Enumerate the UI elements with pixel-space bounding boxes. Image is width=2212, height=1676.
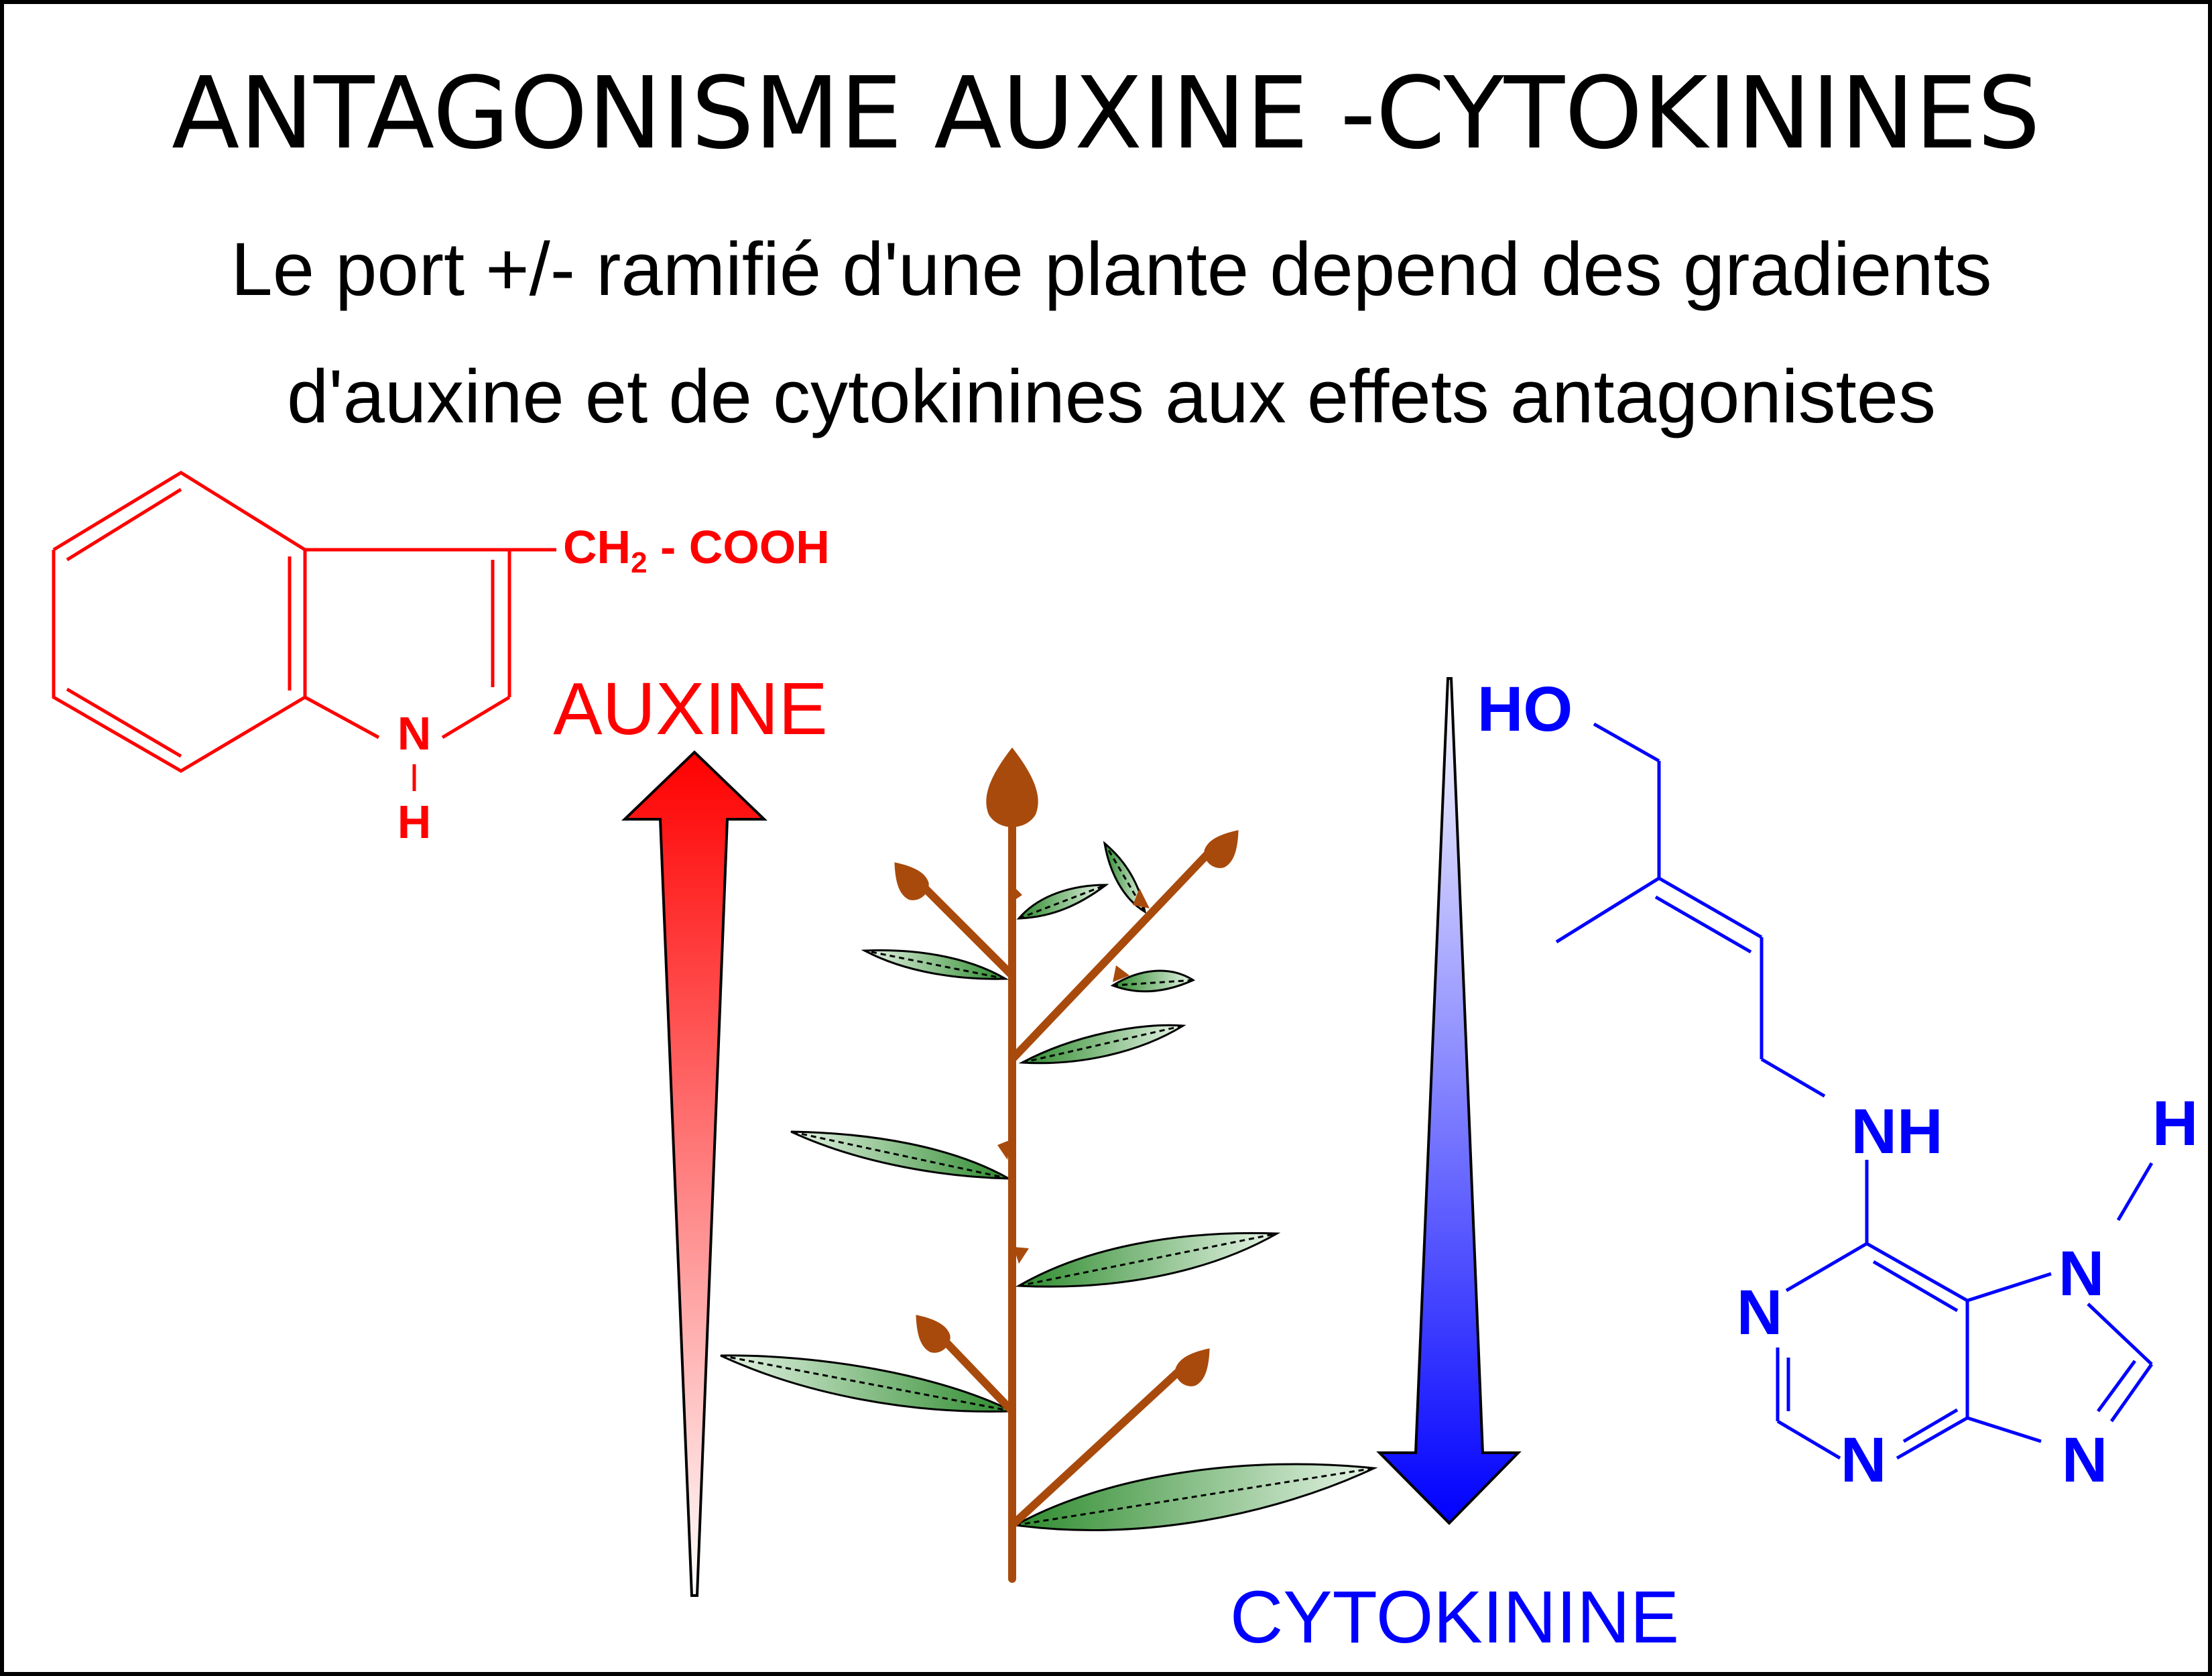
- branch: [1008, 844, 1217, 1063]
- leaf: [720, 1354, 1013, 1413]
- axillary-bud: [1012, 886, 1022, 902]
- subtitle-line-2: d'auxine et de cytokinines aux effets an…: [287, 355, 1936, 438]
- leaf: [790, 1130, 1009, 1180]
- cytokinin-atom-h: H: [2152, 1088, 2199, 1159]
- plant: [720, 747, 1378, 1583]
- cytokinin-label: CYTOKININE: [1230, 1576, 1679, 1659]
- stems: [911, 800, 1217, 1583]
- cytokinin-gradient-arrow: [1376, 677, 1522, 1525]
- cytokinin-atom-nh: NH: [1851, 1096, 1943, 1167]
- leaf: [1110, 969, 1196, 993]
- axillary-bud: [1113, 965, 1129, 982]
- auxin-molecule: [52, 471, 556, 791]
- cytokinin-atom-n1: N: [1737, 1277, 1783, 1348]
- branch: [911, 874, 1016, 979]
- axillary-bud: [904, 1305, 956, 1359]
- cytokinin-atom-ho: HO: [1477, 674, 1573, 745]
- axillary-bud: [1199, 821, 1250, 874]
- branch: [1008, 1360, 1190, 1529]
- auxin-atom-h: H: [397, 796, 432, 848]
- cytokinin-atom-n3: N: [1841, 1425, 1887, 1496]
- axillary-bud: [997, 1140, 1011, 1160]
- cytokinin-molecule: [1555, 722, 2154, 1460]
- axillary-bud: [1013, 1247, 1029, 1264]
- axillary-bud: [883, 853, 934, 906]
- apical-bud: [986, 747, 1038, 827]
- axillary-bud: [1133, 888, 1150, 908]
- auxin-side-chain: CH2 - COOH: [563, 521, 830, 579]
- axillary-bud: [1170, 1339, 1221, 1392]
- subtitle-line-1: Le port +/- ramifié d'une plante depend …: [231, 227, 1991, 311]
- cytokinin-atom-n9: N: [2062, 1425, 2108, 1496]
- page-title: ANTAGONISME AUXINE -CYTOKININES: [172, 56, 2040, 171]
- auxin-atom-n: N: [397, 707, 432, 760]
- buds: [883, 747, 1250, 1392]
- cytokinin-atom-n7: N: [2059, 1238, 2105, 1309]
- auxin-label: AUXINE: [553, 668, 828, 750]
- leaf: [1018, 1024, 1186, 1065]
- auxin-gradient-arrow: [621, 750, 767, 1597]
- leaves: [720, 841, 1378, 1531]
